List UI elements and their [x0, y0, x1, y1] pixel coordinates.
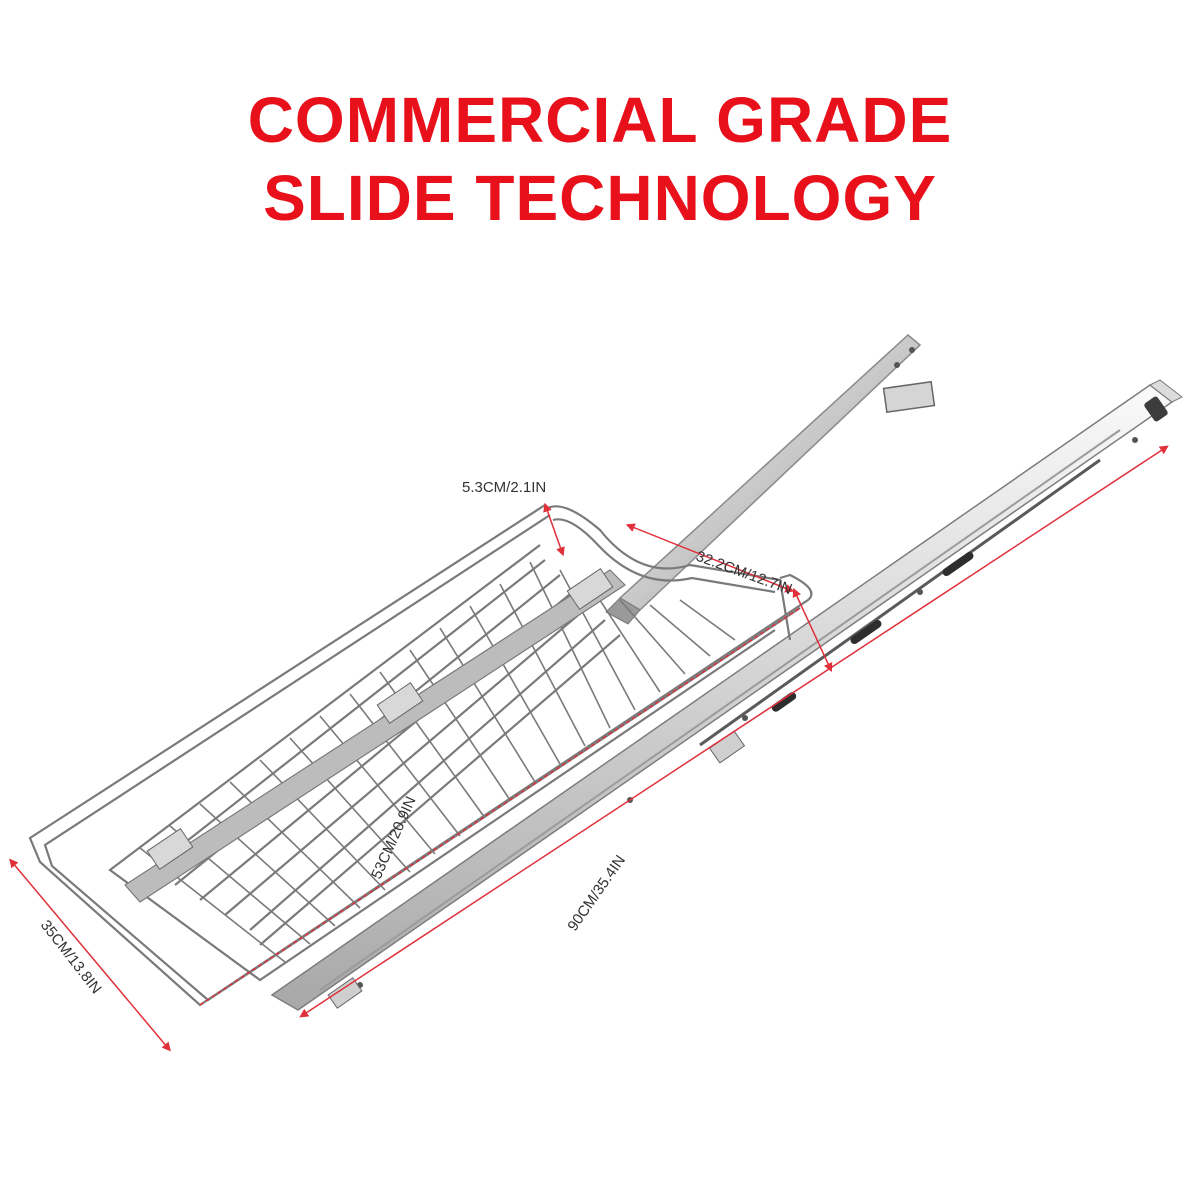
dim-basket-height: 5.3CM/2.1IN [462, 479, 546, 496]
dimension-lines [9, 445, 1169, 1052]
headline-line-1: COMMERCIAL GRADE [247, 84, 953, 156]
wire-basket [28, 504, 813, 1007]
mounting-bracket-icon [882, 380, 936, 414]
headline-line-2: SLIDE TECHNOLOGY [263, 162, 937, 234]
dim-overall-length: 90CM/35.4IN [564, 852, 629, 934]
rail-stop-icon [1144, 396, 1168, 422]
dim-basket-width: 35CM/13.8IN [37, 917, 105, 997]
dim-basket-length: 53CM/20.9IN [368, 794, 419, 882]
dim-top-width: 32.2CM/12.7IN [694, 548, 795, 598]
